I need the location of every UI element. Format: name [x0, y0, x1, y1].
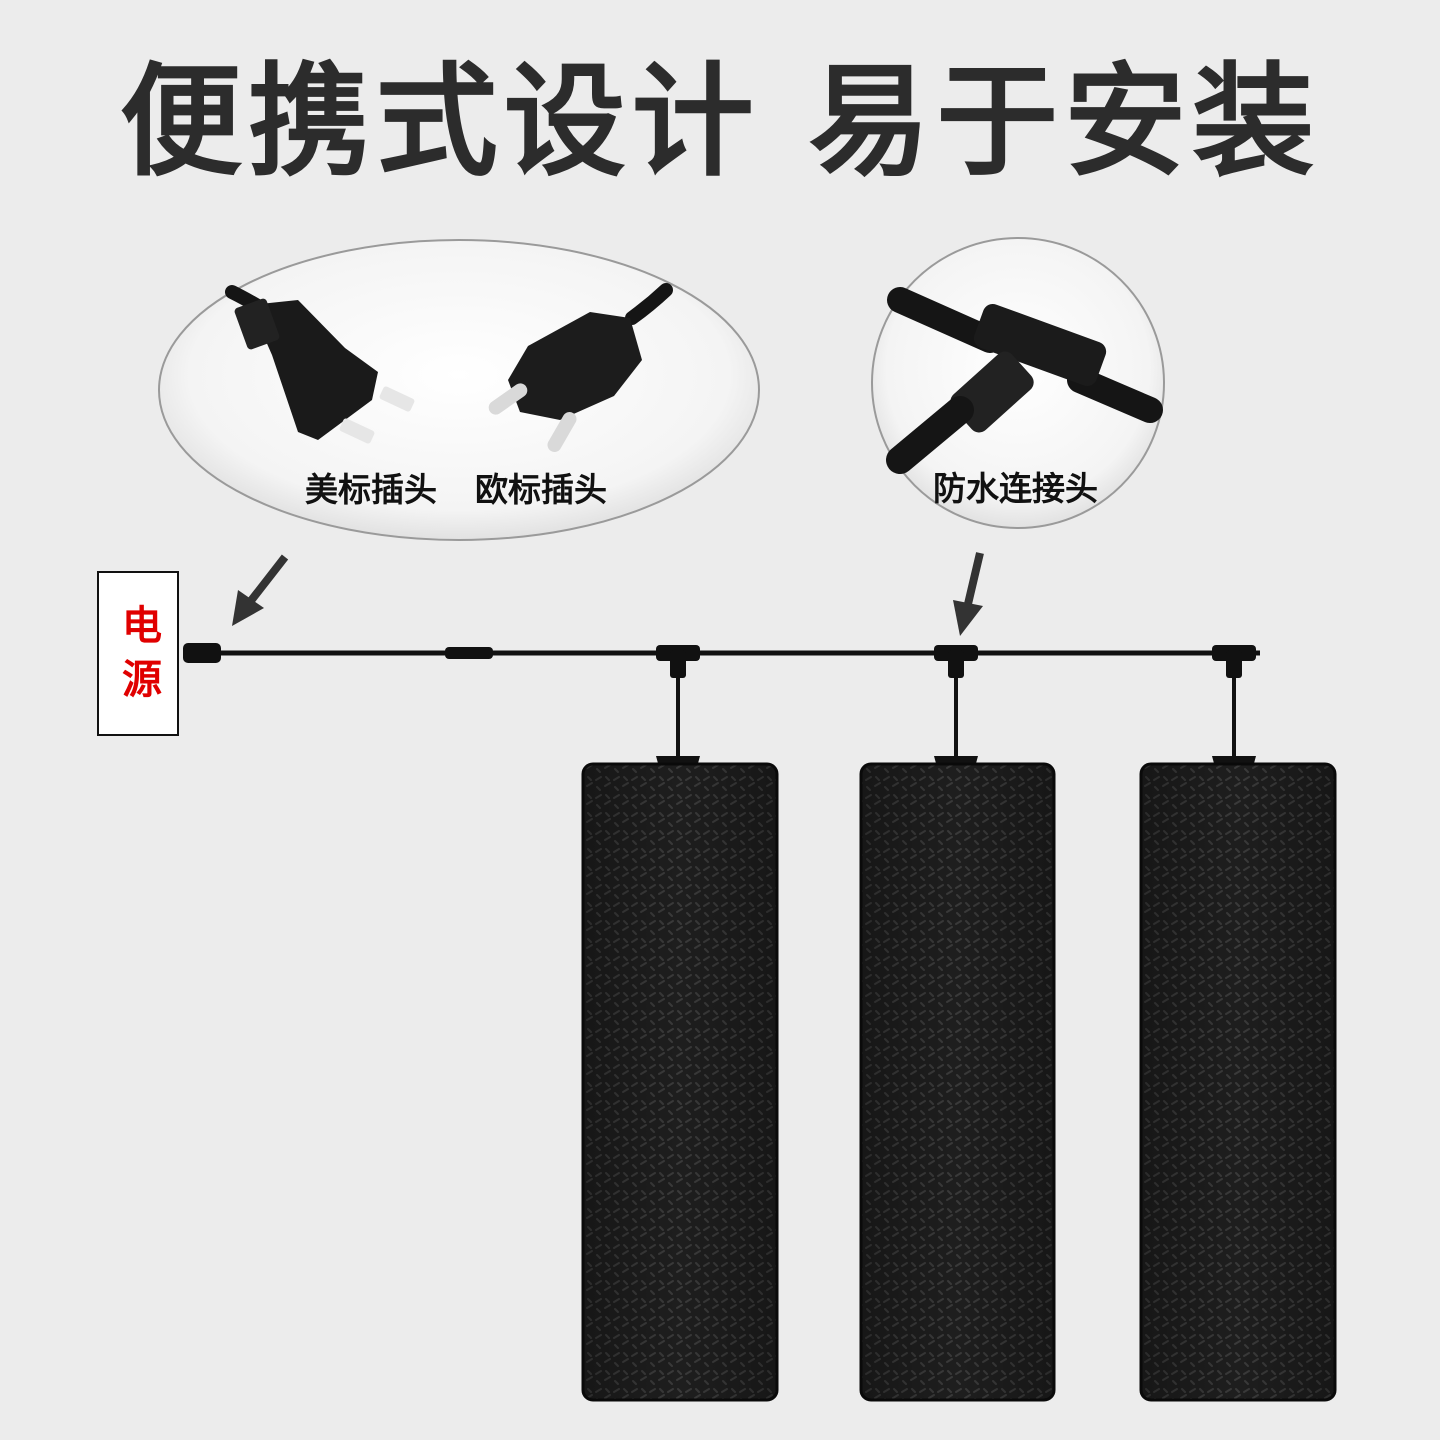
power-source-box: 电源	[97, 571, 179, 736]
heating-mat-2	[859, 762, 1056, 1402]
us-plug-label: 美标插头	[305, 470, 437, 509]
main-cable	[183, 643, 1260, 663]
eu-plug-icon	[488, 283, 673, 452]
arrow-to-connector-icon	[953, 552, 984, 636]
drop-cable-1	[656, 645, 700, 778]
connector-bubble	[871, 237, 1165, 529]
drop-cable-3	[1212, 645, 1256, 778]
power-source-label: 电源	[115, 604, 161, 712]
plug-bubble	[158, 239, 760, 541]
eu-plug-label: 欧标插头	[475, 470, 607, 509]
heating-mat-1	[581, 762, 779, 1402]
waterproof-connector-label: 防水连接头	[933, 469, 1098, 508]
us-plug-icon	[225, 285, 415, 444]
drop-cable-2	[934, 645, 978, 778]
arrow-to-plug-icon	[232, 554, 289, 626]
heating-mat-3	[1139, 762, 1337, 1402]
t-connector-icon	[886, 287, 1163, 474]
page-title: 便携式设计 易于安装	[119, 51, 1321, 193]
